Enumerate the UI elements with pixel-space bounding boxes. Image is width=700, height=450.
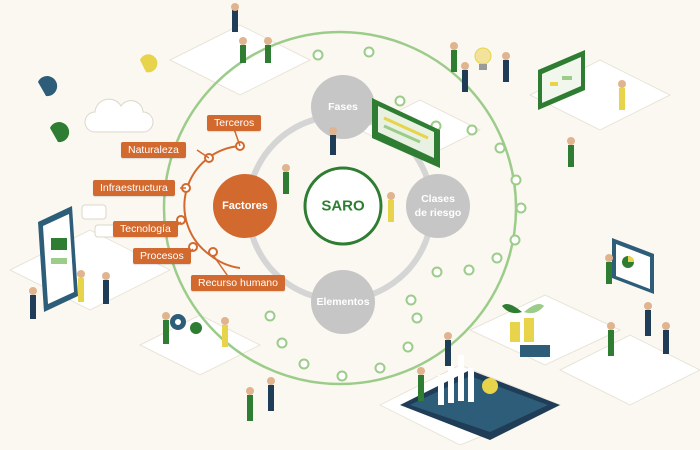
clases-label: Clases de riesgo (415, 192, 462, 220)
pie-chart-board (612, 238, 654, 294)
people-figures (29, 3, 670, 421)
saro-label: SARO (321, 197, 365, 215)
ring-dots (264, 46, 527, 382)
clases-label-line1: Clases (421, 193, 455, 205)
factor-label-terceros: Terceros (207, 115, 262, 131)
mobile-phone (38, 206, 78, 312)
clases-node (406, 174, 470, 238)
factor-label-tecnologia: Tecnología (113, 221, 178, 237)
elementos-node (311, 270, 375, 334)
lightbulb-icon (474, 47, 492, 70)
cloud-icon (84, 98, 154, 133)
chat-bubble-icon (81, 204, 107, 220)
factores-node (213, 174, 277, 238)
factor-label-naturaleza: Naturaleza (121, 142, 186, 158)
gears-icon (170, 314, 202, 334)
plant-coins-icon (502, 304, 550, 357)
factor-label-recurso-humano: Recurso humano (191, 275, 285, 291)
clases-label-line2: de riesgo (414, 207, 462, 219)
factor-label-procesos: Procesos (133, 248, 191, 264)
office-monitor (538, 50, 585, 110)
pie-wedge-icon (50, 122, 70, 143)
analytics-tablet (400, 355, 560, 440)
factor-label-infraestructura: Infraestructura (93, 180, 175, 196)
saro-node (303, 166, 383, 246)
pie-wedge-icon (140, 54, 158, 73)
fases-label: Fases (328, 101, 358, 113)
factores-label: Factores (222, 200, 268, 212)
pie-wedge-icon (38, 76, 58, 97)
fases-node (311, 75, 375, 139)
elementos-label: Elementos (316, 296, 370, 308)
dashboard-screen (372, 98, 440, 168)
